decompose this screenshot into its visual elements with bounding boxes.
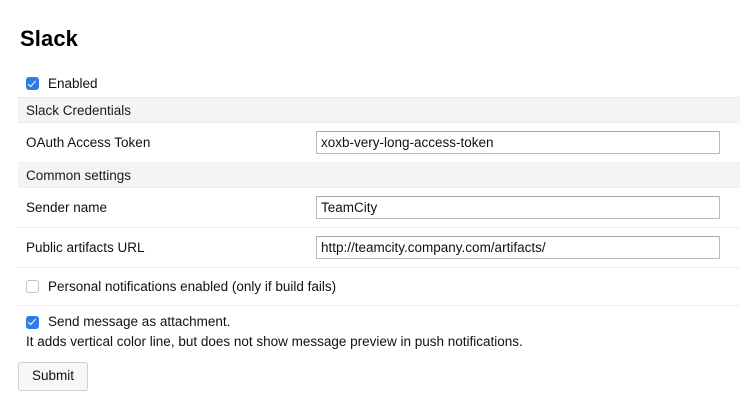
send-message-as-attachment-checkbox[interactable] bbox=[26, 315, 39, 329]
submit-button[interactable]: Submit bbox=[18, 362, 89, 391]
section-header-label: Common settings bbox=[18, 162, 740, 188]
send-message-as-attachment-label: Send message as attachment. bbox=[48, 314, 231, 329]
oauth-access-token-label: OAuth Access Token bbox=[18, 122, 316, 163]
page-title: Slack bbox=[20, 26, 78, 51]
row-send-message-as-attachment: Send message as attachment. bbox=[18, 306, 740, 333]
row-public-artifacts-url: Public artifacts URL bbox=[18, 227, 740, 268]
sender-name-cell bbox=[316, 187, 740, 228]
row-oauth-access-token: OAuth Access Token bbox=[18, 122, 740, 163]
section-header-slack-credentials: Slack Credentials bbox=[18, 97, 740, 123]
attachment-helper-cell: It adds vertical color line, but does no… bbox=[18, 332, 740, 351]
send-message-as-attachment-cell: Send message as attachment. bbox=[18, 306, 740, 333]
personal-notifications-cell: Personal notifications enabled (only if … bbox=[18, 267, 740, 306]
row-enabled: Enabled bbox=[18, 70, 740, 98]
enabled-checkbox-label: Enabled bbox=[48, 75, 98, 91]
row-attachment-helper-text: It adds vertical color line, but does no… bbox=[18, 332, 740, 351]
sender-name-label: Sender name bbox=[18, 187, 316, 228]
row-personal-notifications: Personal notifications enabled (only if … bbox=[18, 267, 740, 306]
slack-settings-form: Enabled Slack Credentials OAuth Access T… bbox=[18, 70, 740, 351]
section-header-label: Slack Credentials bbox=[18, 97, 740, 123]
public-artifacts-url-input[interactable] bbox=[316, 236, 720, 259]
personal-notifications-checkbox[interactable] bbox=[26, 280, 39, 293]
form-actions: Submit bbox=[18, 362, 89, 391]
oauth-access-token-cell bbox=[316, 122, 740, 163]
personal-notifications-checkbox-row[interactable]: Personal notifications enabled (only if … bbox=[26, 279, 740, 295]
enabled-cell: Enabled bbox=[18, 70, 740, 98]
personal-notifications-label: Personal notifications enabled (only if … bbox=[48, 278, 337, 294]
section-header-common-settings: Common settings bbox=[18, 162, 740, 188]
enabled-checkbox-row[interactable]: Enabled bbox=[26, 76, 740, 92]
oauth-access-token-input[interactable] bbox=[316, 131, 720, 154]
enabled-checkbox[interactable] bbox=[26, 77, 39, 90]
public-artifacts-url-label: Public artifacts URL bbox=[18, 227, 316, 268]
attachment-helper-text: It adds vertical color line, but does no… bbox=[26, 334, 523, 349]
sender-name-input[interactable] bbox=[316, 196, 720, 219]
send-message-as-attachment-checkbox-row[interactable]: Send message as attachment. bbox=[26, 314, 740, 330]
row-sender-name: Sender name bbox=[18, 187, 740, 228]
public-artifacts-url-cell bbox=[316, 227, 740, 268]
